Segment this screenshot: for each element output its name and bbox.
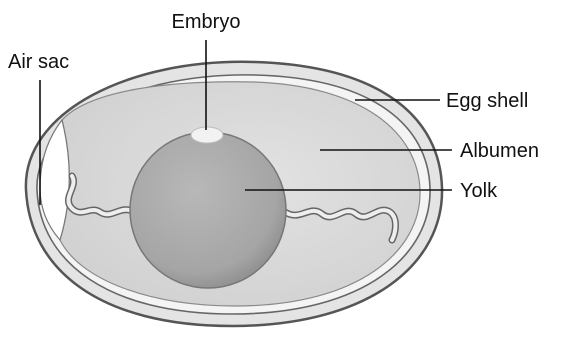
label-egg-shell: Egg shell — [446, 90, 528, 112]
label-air-sac: Air sac — [8, 51, 69, 73]
embryo — [191, 127, 223, 143]
label-albumen: Albumen — [460, 140, 539, 162]
yolk — [130, 132, 286, 288]
label-embryo: Embryo — [172, 11, 241, 33]
label-yolk: Yolk — [460, 180, 498, 202]
